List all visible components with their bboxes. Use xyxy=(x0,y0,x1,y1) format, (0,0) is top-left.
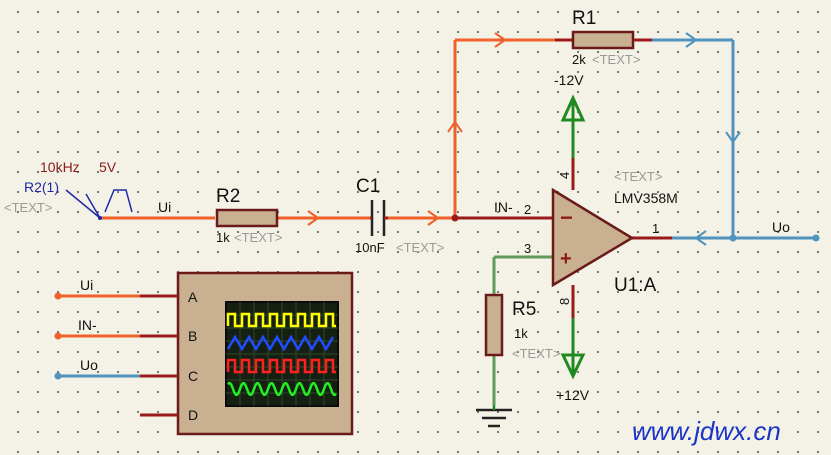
junction-uo xyxy=(729,234,737,242)
resistor-r1[interactable] xyxy=(555,30,652,50)
pulse-waveform-icon xyxy=(104,189,133,213)
trace-c xyxy=(226,358,336,374)
scope-channel-c: C xyxy=(188,368,198,384)
wire-r2-c1 xyxy=(278,210,370,226)
pin-vneg-number: 4 xyxy=(557,172,572,179)
signal-generator[interactable] xyxy=(65,189,133,220)
r5-tag: <TEXT> xyxy=(512,346,560,361)
resistor-r2[interactable] xyxy=(215,208,279,228)
r1-ref: R1 xyxy=(572,8,596,29)
scope-channel-d: D xyxy=(188,407,198,423)
scope-input-label-b: IN- xyxy=(78,317,97,333)
r5-ref: R5 xyxy=(512,299,536,320)
supply-negative-label: -12V xyxy=(554,72,584,88)
probe-b-wire xyxy=(54,332,178,340)
u1-value: LMV358M xyxy=(614,190,678,206)
generator-amplitude: 5V xyxy=(99,159,117,175)
scope-channel-a: A xyxy=(188,289,198,305)
generator-frequency: 10kHz xyxy=(40,159,80,175)
r2-value: 1k xyxy=(216,230,230,245)
wire-c1-node xyxy=(386,210,455,226)
r1-value: 2k xyxy=(572,52,586,67)
wire-noninv xyxy=(492,255,553,405)
net-label-uo: Uo xyxy=(772,219,790,235)
supply-positive-label: +12V xyxy=(556,387,590,403)
net-label-in-minus: IN- xyxy=(494,199,513,215)
trace-d xyxy=(227,381,337,397)
trace-a xyxy=(226,312,336,328)
scope-channel-b: B xyxy=(188,328,197,344)
terminal-uo xyxy=(812,234,820,242)
opamp-minus-sign: − xyxy=(560,205,573,230)
r1-tag: <TEXT> xyxy=(592,52,640,67)
c1-ref: C1 xyxy=(356,176,380,197)
resistor-r5[interactable] xyxy=(484,293,504,357)
r2-tag: <TEXT> xyxy=(234,230,282,245)
wire-feedback-up xyxy=(447,32,570,218)
probe-a-wire xyxy=(54,292,178,300)
watermark: www.jdwx.cn xyxy=(632,416,781,446)
probe-c-wire xyxy=(54,372,178,380)
capacitor-c1[interactable] xyxy=(370,200,386,236)
opamp-u1[interactable] xyxy=(551,187,635,288)
generator-ref: R2(1) xyxy=(24,179,59,195)
ground-icon xyxy=(476,405,512,428)
junction-in-minus xyxy=(451,214,459,222)
u1-ref: U1:A xyxy=(614,275,657,296)
supply-positive-arrow-icon xyxy=(560,285,586,380)
c1-value: 10nF xyxy=(355,240,385,255)
opamp-plus-sign: + xyxy=(560,248,572,270)
pin-inv-number: 2 xyxy=(524,202,531,217)
u1-tag: <TEXT> xyxy=(614,169,662,184)
pin-out-number: 1 xyxy=(652,221,659,236)
pin-vpos-number: 8 xyxy=(557,298,572,305)
trace-b xyxy=(226,334,335,352)
scope-traces xyxy=(226,312,337,397)
net-label-ui: Ui xyxy=(158,199,171,215)
scope-input-label-a: Ui xyxy=(80,277,93,293)
wire-uo xyxy=(672,230,815,246)
scope-input-label-c: Uo xyxy=(80,357,98,373)
supply-negative-arrow-icon xyxy=(560,94,586,190)
r5-value: 1k xyxy=(514,326,528,341)
r2-ref: R2 xyxy=(216,186,240,207)
generator-tag: <TEXT> xyxy=(4,200,52,215)
wire-feedback-out xyxy=(650,32,741,238)
c1-tag: <TEXT> xyxy=(396,240,444,255)
pin-noninv-number: 3 xyxy=(524,241,531,256)
